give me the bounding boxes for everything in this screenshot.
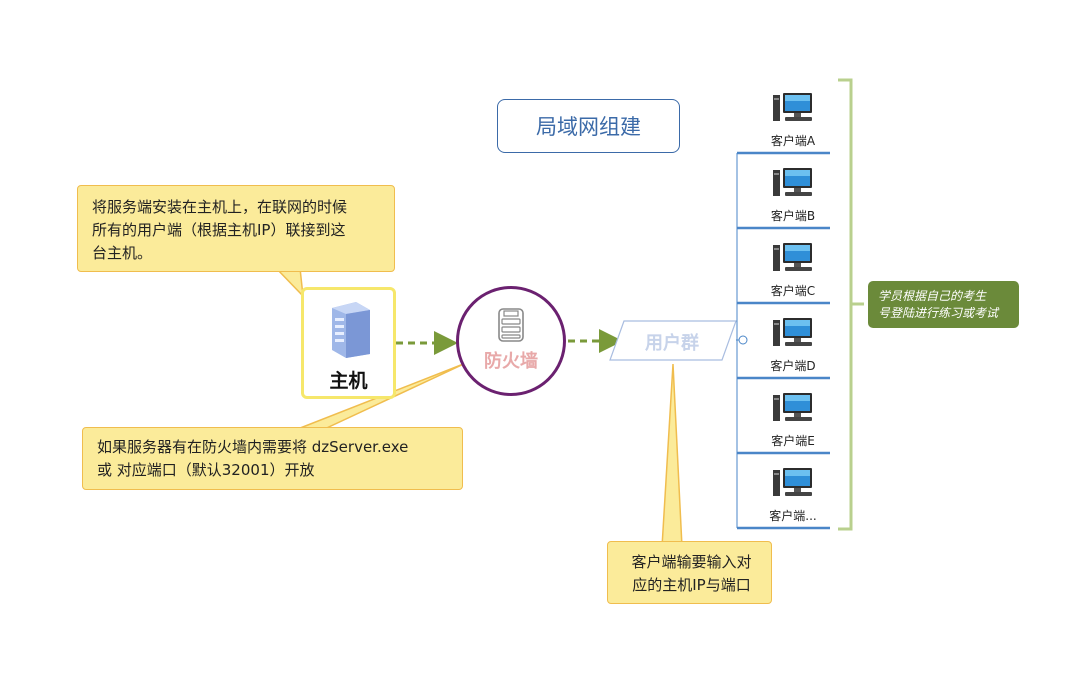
client-node[interactable]: 客户端B [753, 165, 833, 225]
client-node[interactable]: 客户端A [753, 90, 833, 150]
client-label: 客户端D [770, 359, 816, 373]
computer-icon [772, 242, 814, 278]
client-node[interactable]: 客户端C [753, 240, 833, 300]
computer-icon [772, 92, 814, 128]
diagram-title: 局域网组建 [497, 99, 680, 153]
server-icon [328, 298, 374, 364]
computer-icon [772, 392, 814, 428]
client-node[interactable]: 客户端D [753, 315, 833, 375]
computer-icon [772, 467, 814, 503]
client-label: 客户端C [770, 284, 816, 298]
group-note-line: 号登陆进行练习或考试 [878, 306, 999, 320]
firewall-label: 防火墙 [484, 351, 538, 372]
computer-icon [772, 167, 814, 203]
client-node[interactable]: 客户端E [753, 390, 833, 450]
client-label: 客户端... [769, 509, 817, 523]
host-label: 主机 [329, 370, 368, 392]
firewall-callout: 如果服务器有在防火墙内需要将 dzServer.exe 或 对应端口（默认320… [82, 427, 463, 490]
group-note-line: 学员根据自己的考生 [878, 289, 987, 303]
host-callout-pointer [274, 267, 304, 299]
host-callout-line: 所有的用户端（根据主机IP）联接到这 [92, 221, 346, 239]
client-callout-pointer [661, 363, 683, 548]
host-callout-line: 台主机。 [92, 244, 153, 262]
firewall-callout-line: 如果服务器有在防火墙内需要将 dzServer.exe [97, 438, 409, 456]
firewall-icon [495, 307, 527, 347]
group-note: 学员根据自己的考生 号登陆进行练习或考试 [868, 281, 1019, 328]
group-bracket [838, 78, 864, 531]
host-node[interactable]: 主机 [301, 287, 396, 399]
firewall-node[interactable]: 防火墙 [456, 286, 566, 396]
client-callout: 客户端输要输入对 应的主机IP与端口 [607, 541, 772, 604]
firewall-callout-line: 或 对应端口（默认32001）开放 [97, 461, 315, 479]
client-callout-line: 应的主机IP与端口 [632, 576, 751, 594]
user-group-shape [609, 320, 737, 361]
collapse-toggle [738, 335, 748, 345]
client-callout-line: 客户端输要输入对 [631, 553, 752, 571]
client-label: 客户端A [770, 134, 816, 148]
computer-icon [772, 317, 814, 353]
client-label: 客户端E [771, 434, 815, 448]
host-callout-line: 将服务端安装在主机上，在联网的时候 [92, 198, 348, 216]
host-callout: 将服务端安装在主机上，在联网的时候 所有的用户端（根据主机IP）联接到这 台主机… [77, 185, 395, 272]
user-group-label[interactable]: 用户群 [645, 333, 699, 354]
client-node[interactable]: 客户端... [753, 465, 833, 525]
client-label: 客户端B [770, 209, 816, 223]
